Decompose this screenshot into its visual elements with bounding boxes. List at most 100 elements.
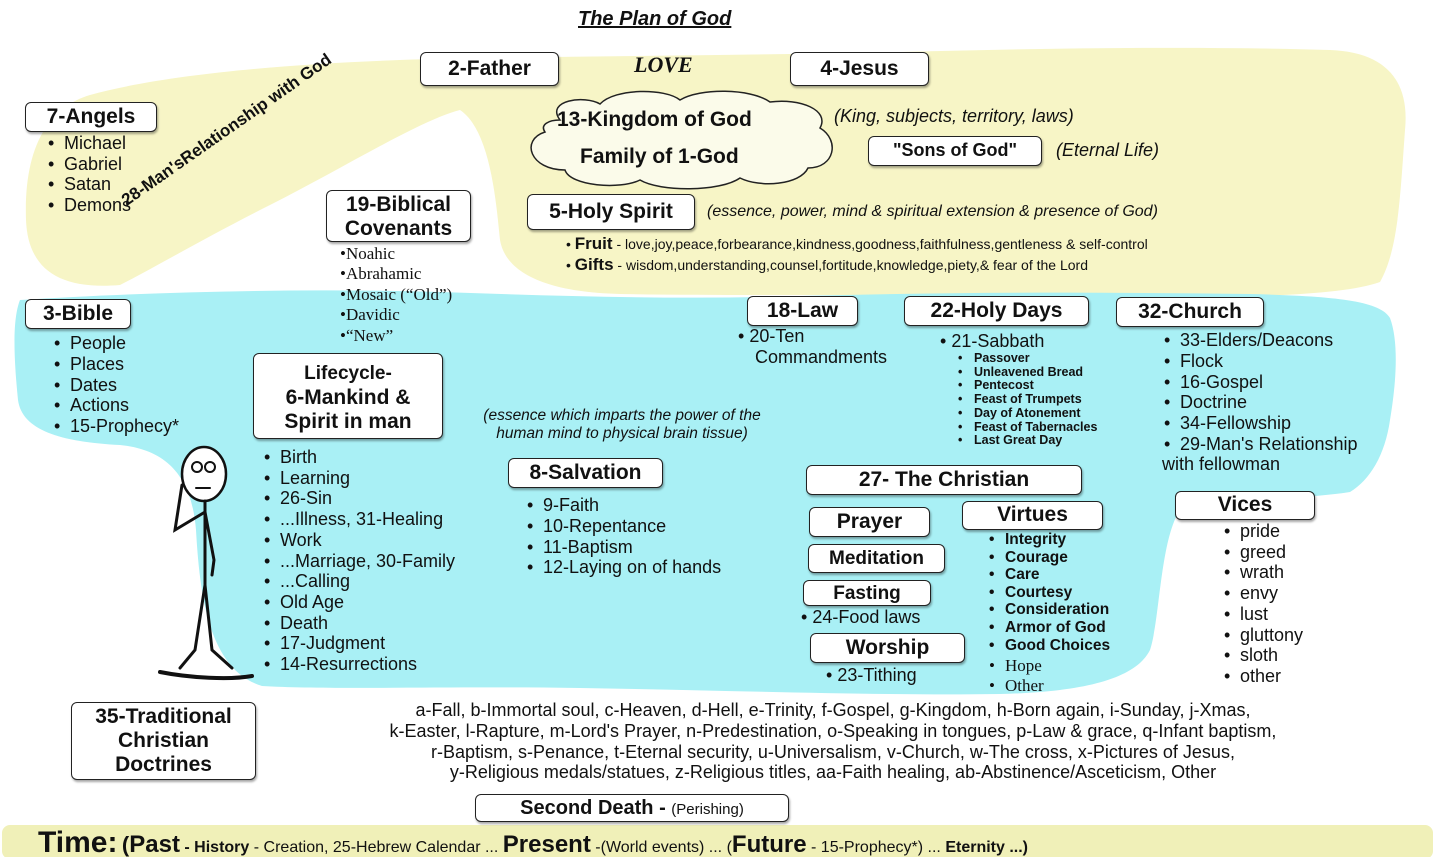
angel-item: Demons xyxy=(48,195,131,216)
fasting-box: Fasting xyxy=(803,580,931,606)
church-item: Doctrine xyxy=(1164,392,1358,413)
time-past: Past xyxy=(129,831,180,858)
prayer-box: Prayer xyxy=(809,507,930,537)
time-past-text: - Creation, 25-Hebrew Calendar ... xyxy=(253,839,499,856)
angel-item: Michael xyxy=(48,133,131,154)
second-death-note: (Perishing) xyxy=(671,801,744,818)
time-future-text: - 15-Prophecy*) ... xyxy=(811,839,941,856)
meditation-box: Meditation xyxy=(808,544,945,573)
lifecycle-box: Lifecycle- 6-Mankind & Spirit in man xyxy=(253,353,443,439)
fasting-item: • 24-Food laws xyxy=(801,607,921,627)
covenants-line-2: Covenants xyxy=(344,217,453,241)
salvation-item: 10-Repentance xyxy=(527,516,721,537)
church-item: 34-Fellowship xyxy=(1164,413,1358,434)
vices-box: Vices xyxy=(1175,491,1315,520)
holy-spirit-box: 5-Holy Spirit xyxy=(527,194,695,230)
time-history: - History xyxy=(184,839,250,856)
sabbath-label: 21-Sabbath xyxy=(951,331,1045,351)
tithing-label: 23-Tithing xyxy=(837,665,917,685)
vice-item: other xyxy=(1224,666,1303,687)
lifecycle-item: 14-Resurrections xyxy=(264,654,455,675)
lifecycle-item: ...Illness, 31-Healing xyxy=(264,509,455,530)
worship-box: Worship xyxy=(810,633,965,663)
covenant-item: •Mosaic (“Old”) xyxy=(340,284,453,304)
virtues-list: Integrity Courage Care Courtesy Consider… xyxy=(987,531,1110,654)
covenant-item: •Abrahamic xyxy=(340,264,422,284)
holy-days-first: • 21-Sabbath xyxy=(940,331,1045,351)
church-item: 29-Man's Relationship xyxy=(1164,434,1357,455)
traditional-doctrines-box: 35-Traditional Christian Doctrines xyxy=(71,702,256,780)
bible-box: 3-Bible xyxy=(25,299,131,329)
holy-days-list: Passover Unleavened Bread Pentecost Feas… xyxy=(956,351,1097,448)
vice-item: wrath xyxy=(1224,562,1303,583)
kingdom-note: (King, subjects, territory, laws) xyxy=(834,106,1074,126)
vices-list: pride greed wrath envy lust gluttony slo… xyxy=(1222,521,1303,687)
church-item: 33-Elders/Deacons xyxy=(1164,330,1358,351)
angel-item: Gabriel xyxy=(48,154,131,175)
doctrines-line: k-Easter, l-Rapture, m-Lord's Prayer, n-… xyxy=(389,720,1277,741)
holy-day-item: Day of Atonement xyxy=(958,406,1097,421)
doctrines-line: a-Fall, b-Immortal soul, c-Heaven, d-Hel… xyxy=(415,700,1251,720)
salvation-item: 12-Laying on of hands xyxy=(527,557,721,578)
lifecycle-item: Birth xyxy=(264,447,455,468)
covenant-item: •Noahic xyxy=(340,244,396,263)
bible-item: 15-Prophecy* xyxy=(54,416,179,437)
spirit-note-line-1: (essence which imparts the power of the xyxy=(483,407,761,424)
bible-item: Places xyxy=(54,354,179,375)
virtue-item: Good Choices xyxy=(989,637,1110,655)
covenant-item: •Davidic xyxy=(340,305,400,325)
virtue-item: Courage xyxy=(989,549,1110,567)
virtue-item: Consideration xyxy=(989,601,1110,619)
time-present-text: -(World events) ... ( xyxy=(595,839,732,856)
holy-spirit-note: (essence, power, mind & spiritual extens… xyxy=(707,203,1158,220)
holy-day-item: Pentecost xyxy=(958,379,1097,393)
christian-box: 27- The Christian xyxy=(806,465,1082,495)
salvation-item: 11-Baptism xyxy=(527,537,721,558)
covenants-box: 19-Biblical Covenants xyxy=(326,190,471,242)
fruit-text: - love,joy,peace,forbearance,kindness,go… xyxy=(616,236,1148,252)
time-open-paren: ( xyxy=(121,832,130,857)
holy-day-item: Feast of Tabernacles xyxy=(958,420,1097,435)
virtues-box: Virtues xyxy=(962,501,1103,530)
lifecycle-line-2: 6-Mankind & xyxy=(285,386,411,409)
kingdom-cloud xyxy=(530,90,833,190)
stick-figure xyxy=(158,445,254,681)
church-box: 32-Church xyxy=(1116,297,1264,327)
lifecycle-item: Old Age xyxy=(264,592,455,613)
holy-day-item: Unleavened Bread xyxy=(958,365,1097,380)
vice-item: gluttony xyxy=(1224,625,1303,646)
virtue-item: Courtesy xyxy=(989,584,1110,602)
bible-item: Actions xyxy=(54,395,179,416)
vice-item: lust xyxy=(1224,604,1303,625)
law-item: • 20-Ten Commandments xyxy=(738,326,888,367)
traditional-doctrines-text: a-Fall, b-Immortal soul, c-Heaven, d-Hel… xyxy=(268,700,1398,783)
lifecycle-line-1: Lifecycle- xyxy=(304,363,392,384)
time-eternity: Eternity ...) xyxy=(945,839,1028,856)
virtue-item: Care xyxy=(989,566,1110,584)
time-future: Future xyxy=(731,831,807,858)
bible-list: People Places Dates Actions 15-Prophecy* xyxy=(52,333,179,437)
page-title: The Plan of God xyxy=(578,8,732,30)
fruit-line: • Fruit - love,joy,peace,forbearance,kin… xyxy=(566,234,1148,253)
lifecycle-item: Work xyxy=(264,530,455,551)
time-line: Time: (Past - History - Creation, 25-Heb… xyxy=(38,826,1028,860)
father-box: 2-Father xyxy=(420,52,559,86)
gifts-line: • Gifts - wisdom,understanding,counsel,f… xyxy=(566,255,1088,274)
law-box: 18-Law xyxy=(747,296,858,326)
vice-item: sloth xyxy=(1224,645,1303,666)
lifecycle-item: Death xyxy=(264,613,455,634)
covenants-line-1: 19-Biblical xyxy=(345,193,452,216)
vice-item: greed xyxy=(1224,542,1303,563)
church-item: 16-Gospel xyxy=(1164,372,1358,393)
virtue-item: Armor of God xyxy=(989,619,1110,637)
holy-day-item: Feast of Trumpets xyxy=(958,392,1097,407)
gifts-label: Gifts xyxy=(574,255,614,274)
angel-item: Satan xyxy=(48,174,131,195)
love-label: LOVE xyxy=(634,52,693,77)
food-laws-label: 24-Food laws xyxy=(812,607,921,627)
second-death-box: Second Death - (Perishing) xyxy=(475,794,789,822)
law-item-line-2: Commandments xyxy=(755,347,888,367)
angels-box: 7-Angels xyxy=(25,102,157,132)
lifecycle-list: Birth Learning 26-Sin ...Illness, 31-Hea… xyxy=(262,447,455,675)
kingdom-line-2: Family of 1-God xyxy=(580,145,739,168)
